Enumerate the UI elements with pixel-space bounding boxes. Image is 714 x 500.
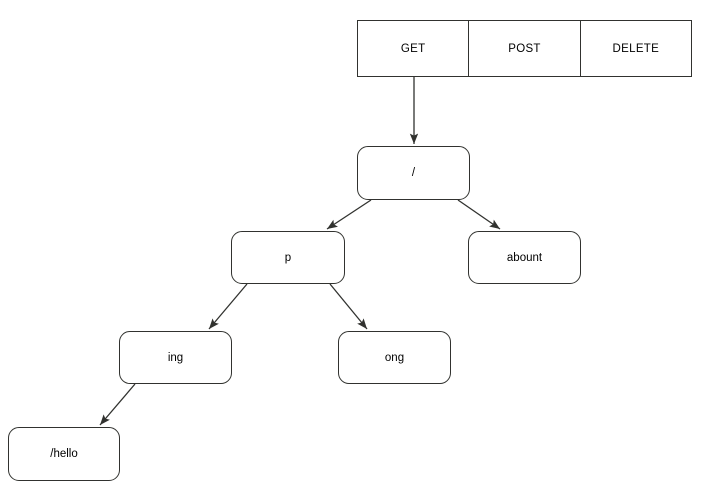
node-p-label: p: [284, 251, 292, 264]
method-cell-get[interactable]: GET: [358, 21, 470, 76]
method-cell-get-label: GET: [400, 42, 426, 55]
node-ing[interactable]: ing: [119, 331, 232, 384]
method-cell-delete-label: DELETE: [612, 42, 660, 55]
node-root-label: /: [411, 167, 416, 179]
node-ong[interactable]: ong: [338, 331, 451, 384]
node-p[interactable]: p: [231, 231, 345, 284]
node-abount-label: abount: [506, 251, 543, 264]
node-abount[interactable]: abount: [468, 231, 581, 284]
edge-root-to-p: [326, 199, 372, 230]
node-root[interactable]: /: [357, 146, 470, 200]
edge-ing-to-hello: [99, 383, 136, 426]
method-cell-post[interactable]: POST: [469, 21, 581, 76]
http-method-table: GET POST DELETE: [357, 20, 692, 77]
edge-p-to-ong: [329, 283, 368, 330]
node-ong-label: ong: [384, 351, 405, 364]
method-cell-delete[interactable]: DELETE: [580, 21, 691, 76]
edge-p-to-ing: [208, 283, 248, 330]
node-ing-label: ing: [167, 351, 184, 364]
node-hello[interactable]: /hello: [8, 427, 120, 481]
method-cell-post-label: POST: [508, 42, 541, 55]
node-hello-label: /hello: [50, 448, 78, 460]
edge-root-to-abount: [457, 199, 501, 230]
